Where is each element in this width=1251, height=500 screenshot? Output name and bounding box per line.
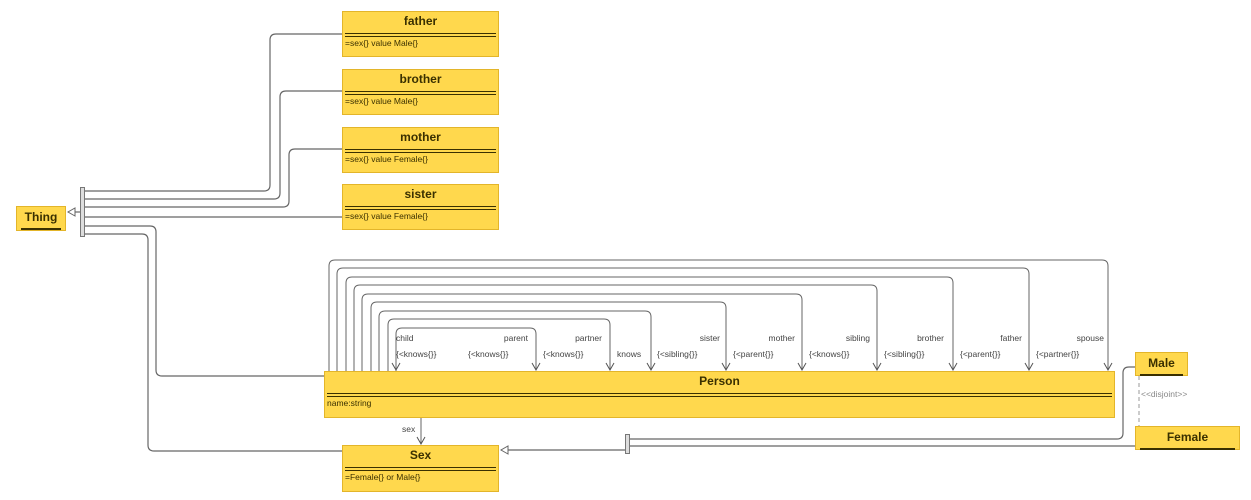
disjoint-label: <<disjoint>> — [1141, 389, 1188, 399]
property-constraint-mother: {<parent{}} — [733, 349, 774, 359]
class-person[interactable]: Person name:string — [324, 371, 1115, 418]
property-name-brother: brother — [917, 333, 944, 343]
class-sister-name: sister — [404, 187, 437, 201]
class-female[interactable]: Female — [1135, 426, 1240, 450]
class-male-underline — [1140, 374, 1183, 376]
generalization-edge-person[interactable] — [85, 225, 324, 377]
property-name-father: father — [1000, 333, 1022, 343]
class-mother-name: mother — [400, 130, 441, 144]
class-sex-attr: =Female{} or Male{} — [345, 472, 421, 482]
property-edge-parent[interactable] — [395, 327, 541, 372]
class-sister[interactable]: sister =sex{} value Female{} — [342, 184, 499, 230]
class-separator — [345, 149, 496, 153]
class-separator — [345, 33, 496, 37]
class-female-name: Female — [1166, 430, 1209, 444]
property-name-spouse: spouse — [1076, 333, 1104, 343]
property-edge-partner[interactable] — [387, 318, 615, 372]
generalization-edge-brother[interactable] — [85, 90, 342, 200]
class-thing-underline — [21, 228, 61, 230]
class-brother-attr: =sex{} value Male{} — [345, 96, 419, 106]
generalization-edge-mother[interactable] — [85, 148, 342, 208]
class-person-name: Person — [699, 374, 740, 388]
property-constraint-partner: {<knows{}} — [543, 349, 584, 359]
property-name-knows: knows — [617, 349, 642, 359]
class-separator — [345, 91, 496, 95]
class-father-attr: =sex{} value Male{} — [345, 38, 419, 48]
property-constraint-parent: {<knows{}} — [468, 349, 509, 359]
property-name-mother: mother — [768, 333, 795, 343]
class-mother[interactable]: mother =sex{} value Female{} — [342, 127, 499, 173]
property-edge-sister[interactable] — [370, 301, 731, 372]
property-name-partner: partner — [575, 333, 602, 343]
class-brother-name: brother — [399, 72, 442, 86]
generalization-bar-thing[interactable] — [80, 187, 85, 237]
generalization-edge-father[interactable] — [85, 33, 342, 192]
generalization-bar-sex[interactable] — [625, 434, 630, 454]
class-separator — [327, 393, 1112, 397]
class-father-name: father — [403, 14, 438, 28]
class-mother-attr: =sex{} value Female{} — [345, 154, 428, 164]
property-constraint-child: {<knows{}} — [396, 349, 437, 359]
class-person-attr: name:string — [327, 398, 372, 408]
property-constraint-brother: {<sibling{}} — [884, 349, 925, 359]
property-constraint-spouse: {<partner{}} — [1036, 349, 1080, 359]
class-sister-attr: =sex{} value Female{} — [345, 211, 428, 221]
property-edge-brother[interactable] — [345, 276, 958, 372]
property-name-sister: sister — [699, 333, 720, 343]
property-edge-father[interactable] — [336, 267, 1034, 372]
edge-label-sex: sex — [402, 424, 416, 434]
generalization-edge-male[interactable] — [630, 366, 1135, 440]
property-name-sibling: sibling — [845, 333, 870, 343]
property-edge-sibling[interactable] — [353, 284, 882, 372]
property-edge-knows[interactable] — [378, 310, 656, 372]
property-constraint-father: {<parent{}} — [960, 349, 1001, 359]
property-name-child: child — [396, 333, 414, 343]
class-male-name: Male — [1148, 356, 1175, 370]
class-thing[interactable]: Thing — [16, 206, 66, 231]
generalization-edge-sex[interactable] — [85, 233, 342, 452]
class-male[interactable]: Male — [1135, 352, 1188, 376]
class-sex[interactable]: Sex =Female{} or Male{} — [342, 445, 499, 492]
property-edge-mother[interactable] — [361, 293, 807, 372]
property-name-parent: parent — [503, 333, 528, 343]
property-edge-spouse[interactable] — [328, 259, 1113, 372]
property-constraint-sibling: {<knows{}} — [809, 349, 850, 359]
class-brother[interactable]: brother =sex{} value Male{} — [342, 69, 499, 115]
class-thing-name: Thing — [24, 210, 58, 224]
class-sex-name: Sex — [409, 448, 432, 462]
class-female-underline — [1140, 448, 1235, 450]
property-constraint-sister: {<sibling{}} — [657, 349, 698, 359]
class-father[interactable]: father =sex{} value Male{} — [342, 11, 499, 57]
class-separator — [345, 206, 496, 210]
class-separator — [345, 467, 496, 471]
